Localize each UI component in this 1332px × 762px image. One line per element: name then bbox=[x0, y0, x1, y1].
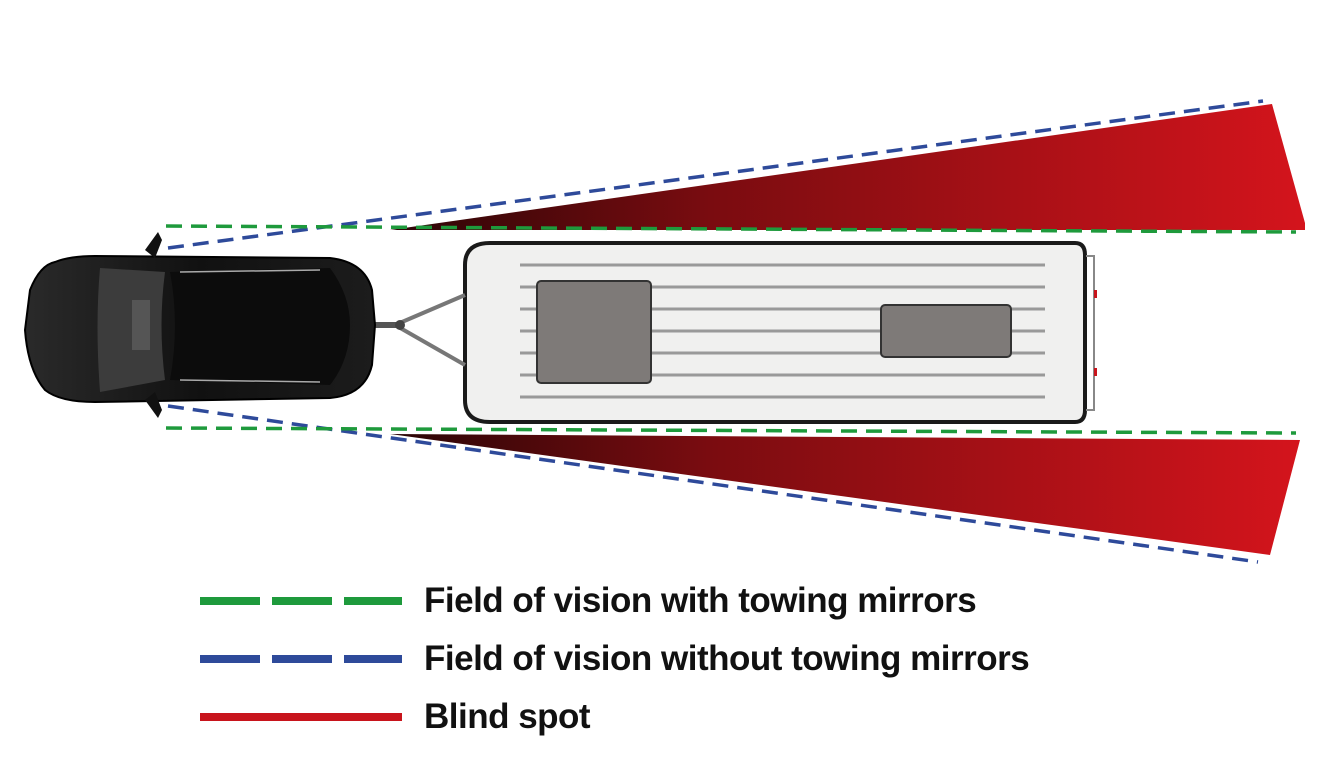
tow-bar-icon bbox=[375, 293, 466, 367]
legend-label: Blind spot bbox=[424, 697, 591, 736]
roof-hatch-small bbox=[880, 304, 1012, 358]
blue-dashed-line-swatch bbox=[200, 655, 402, 663]
vision-line-without-mirrors-bottom bbox=[167, 404, 1259, 564]
legend-item-blind-spot: Blind spot bbox=[200, 688, 1029, 746]
blind-spot-bottom bbox=[390, 434, 1300, 555]
vision-line-with-mirrors-top bbox=[165, 224, 1297, 234]
green-dashed-line-swatch bbox=[200, 597, 402, 605]
legend-label: Field of vision without towing mirrors bbox=[424, 639, 1030, 678]
vision-line-with-mirrors-bottom bbox=[165, 426, 1297, 435]
legend-label: Field of vision with towing mirrors bbox=[424, 581, 977, 620]
legend-item-without-mirrors: Field of vision without towing mirrors bbox=[200, 630, 1030, 688]
red-solid-line-swatch bbox=[200, 713, 402, 721]
vision-line-without-mirrors-top bbox=[167, 99, 1264, 250]
diagram-scene bbox=[23, 99, 1305, 564]
blind-spot-top bbox=[390, 104, 1305, 230]
legend-item-with-mirrors: Field of vision with towing mirrors bbox=[200, 572, 1029, 630]
legend: Field of vision with towing mirrors Fiel… bbox=[200, 572, 1030, 746]
roof-hatch-large bbox=[536, 280, 652, 384]
car-icon bbox=[23, 232, 377, 418]
caravan-icon bbox=[463, 241, 1097, 424]
